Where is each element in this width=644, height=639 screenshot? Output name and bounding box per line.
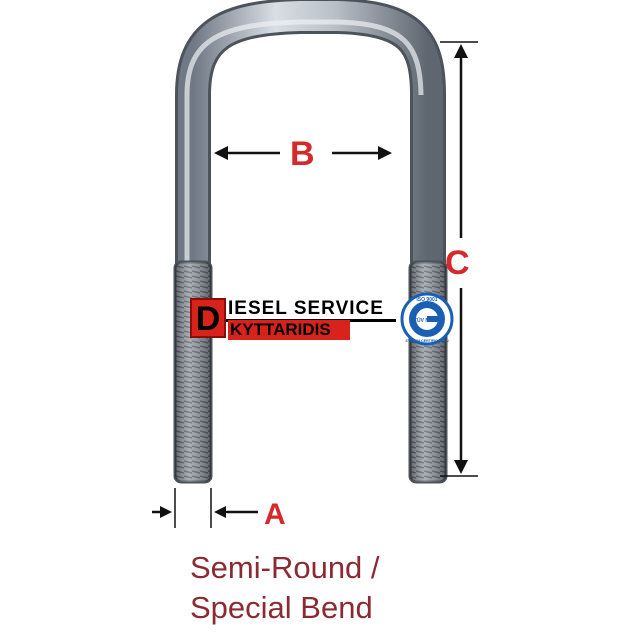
logo-text-line2: KYTTARIDIS [228,320,350,340]
left-threaded-leg [173,260,213,484]
svg-text:SYSTEM CERTIFICATION: SYSTEM CERTIFICATION [405,339,449,343]
caption-line2: Special Bend [190,590,373,625]
dimension-c-arrow [440,41,478,477]
dimension-b-arrow [214,146,392,160]
caption-line1: Semi-Round / [190,550,380,585]
dimension-c-label: C [445,244,470,282]
logo-text-line1: IESEL SERVICE [228,298,384,319]
svg-text:ISO 9001: ISO 9001 [416,297,437,303]
dimension-b-label: B [290,135,315,173]
dimension-a-label: A [264,498,286,531]
certification-seal-icon: ISO 9001 TÜV NORD SYSTEM CERTIFICATION [400,292,454,346]
logo-initial-d: D [190,298,226,338]
svg-text:TÜV NORD: TÜV NORD [414,317,441,324]
u-bolt-shape [175,0,446,265]
dimension-a-arrow [152,488,258,528]
